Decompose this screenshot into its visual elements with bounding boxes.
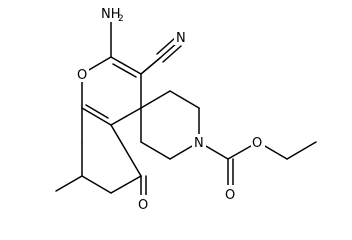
nitrile-n-label-bg	[174, 29, 188, 45]
ester-oxygen-label-bg	[251, 133, 265, 150]
bond-pip-c2a-c3a	[169, 90, 200, 109]
bond-spiro-c4a	[110, 107, 142, 126]
bond-c6-c5	[110, 175, 142, 194]
nitrile-n-label: N	[176, 31, 186, 46]
bond-spiro-pip-c2a	[140, 90, 171, 109]
ring-oxygen-label-bg	[75, 66, 89, 82]
bond-layer	[55, 21, 317, 202]
amino-label-bg	[99, 4, 127, 22]
bond-c7-methyl	[55, 175, 83, 192]
bond-c4a-c8a-double	[85, 104, 109, 119]
piperidine-n-label: N	[194, 136, 204, 151]
ester-oxygen-label: O	[252, 136, 262, 151]
bond-c4a-c8a	[81, 107, 112, 126]
carbonyl-oxygen-label-bg	[224, 185, 238, 202]
bond-c7-c6	[81, 175, 112, 194]
bond-c2-c3-double	[112, 63, 137, 78]
bond-ch2-ch3	[286, 141, 317, 160]
amino-n-label: NH	[101, 7, 121, 22]
atom-label-layer: NH 2 N O O N O O	[75, 4, 265, 213]
ketone-oxygen-label-bg	[137, 195, 151, 212]
bond-c5-c4a	[110, 124, 142, 177]
bond-cn-triple-b	[156, 37, 176, 55]
bond-c3-cn	[140, 57, 161, 75]
ketone-oxygen-label: O	[138, 198, 148, 213]
bond-pip-c3b-c2b	[140, 141, 171, 160]
chemical-structure-diagram: NH 2 N O O N O O	[55, 4, 317, 213]
amino-h-count-label: 2	[118, 14, 124, 24]
piperidine-n-label-bg	[192, 134, 206, 150]
ring-oxygen-label: O	[77, 68, 87, 83]
carbonyl-oxygen-label: O	[225, 188, 235, 203]
bond-cn-triple-c	[162, 45, 182, 63]
bond-c2-c3	[110, 56, 142, 75]
